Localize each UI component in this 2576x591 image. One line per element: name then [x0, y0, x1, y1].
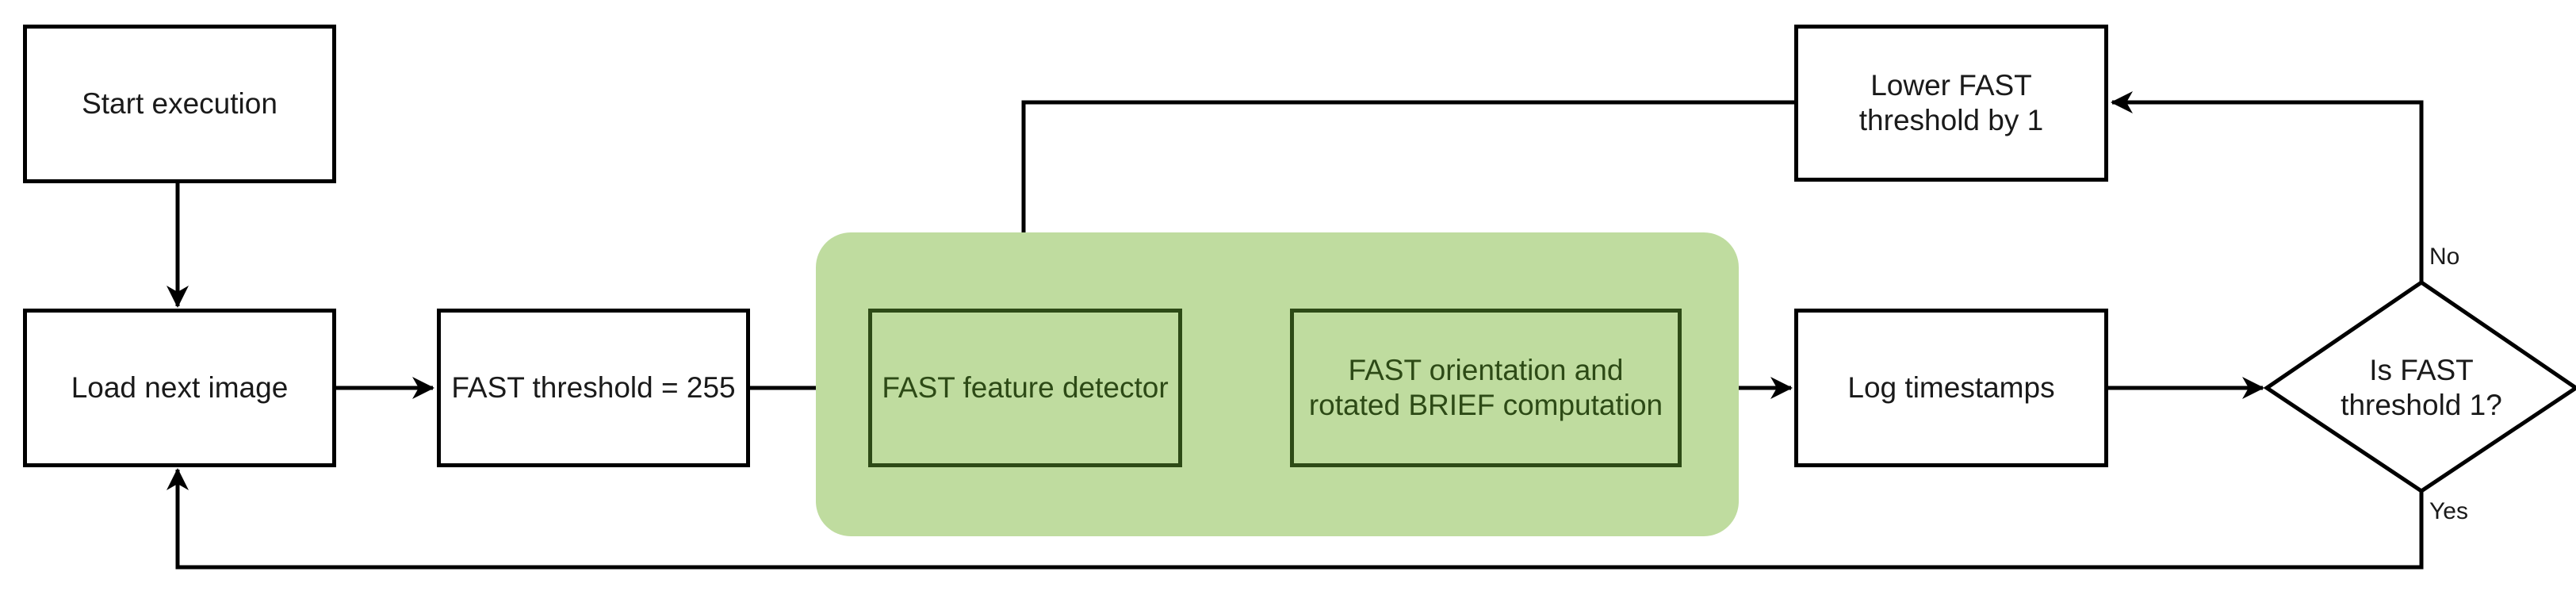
decision-diamond — [2263, 279, 2576, 494]
fast-threshold-init-node: FAST threshold = 255 — [437, 309, 750, 467]
load-next-image-node: Load next image — [23, 309, 336, 467]
start-execution-node: Start execution — [23, 25, 336, 183]
fast-feature-detector-node: FAST feature detector — [868, 309, 1182, 467]
orientation-brief-node: FAST orientation and rotated BRIEF compu… — [1290, 309, 1682, 467]
yes-edge-label: Yes — [2429, 498, 2468, 524]
no-edge-label: No — [2429, 244, 2460, 270]
start-execution-label: Start execution — [82, 86, 278, 120]
fast-feature-detector-label: FAST feature detector — [882, 370, 1169, 404]
log-timestamps-label: Log timestamps — [1847, 370, 2055, 404]
lower-threshold-label: Lower FAST threshold by 1 — [1858, 68, 2044, 136]
orientation-brief-label: FAST orientation and rotated BRIEF compu… — [1308, 353, 1663, 421]
decision-text: Is FAST threshold 1? — [2326, 336, 2517, 439]
lower-threshold-node: Lower FAST threshold by 1 — [1794, 25, 2108, 182]
decision-label: Is FAST threshold 1? — [2341, 353, 2502, 421]
edge-decision-yes-to-load — [167, 468, 2424, 570]
edge-decision-no-to-lower — [2111, 91, 2424, 282]
load-next-image-label: Load next image — [71, 370, 289, 404]
log-timestamps-node: Log timestamps — [1794, 309, 2108, 467]
fast-threshold-init-label: FAST threshold = 255 — [451, 370, 736, 404]
